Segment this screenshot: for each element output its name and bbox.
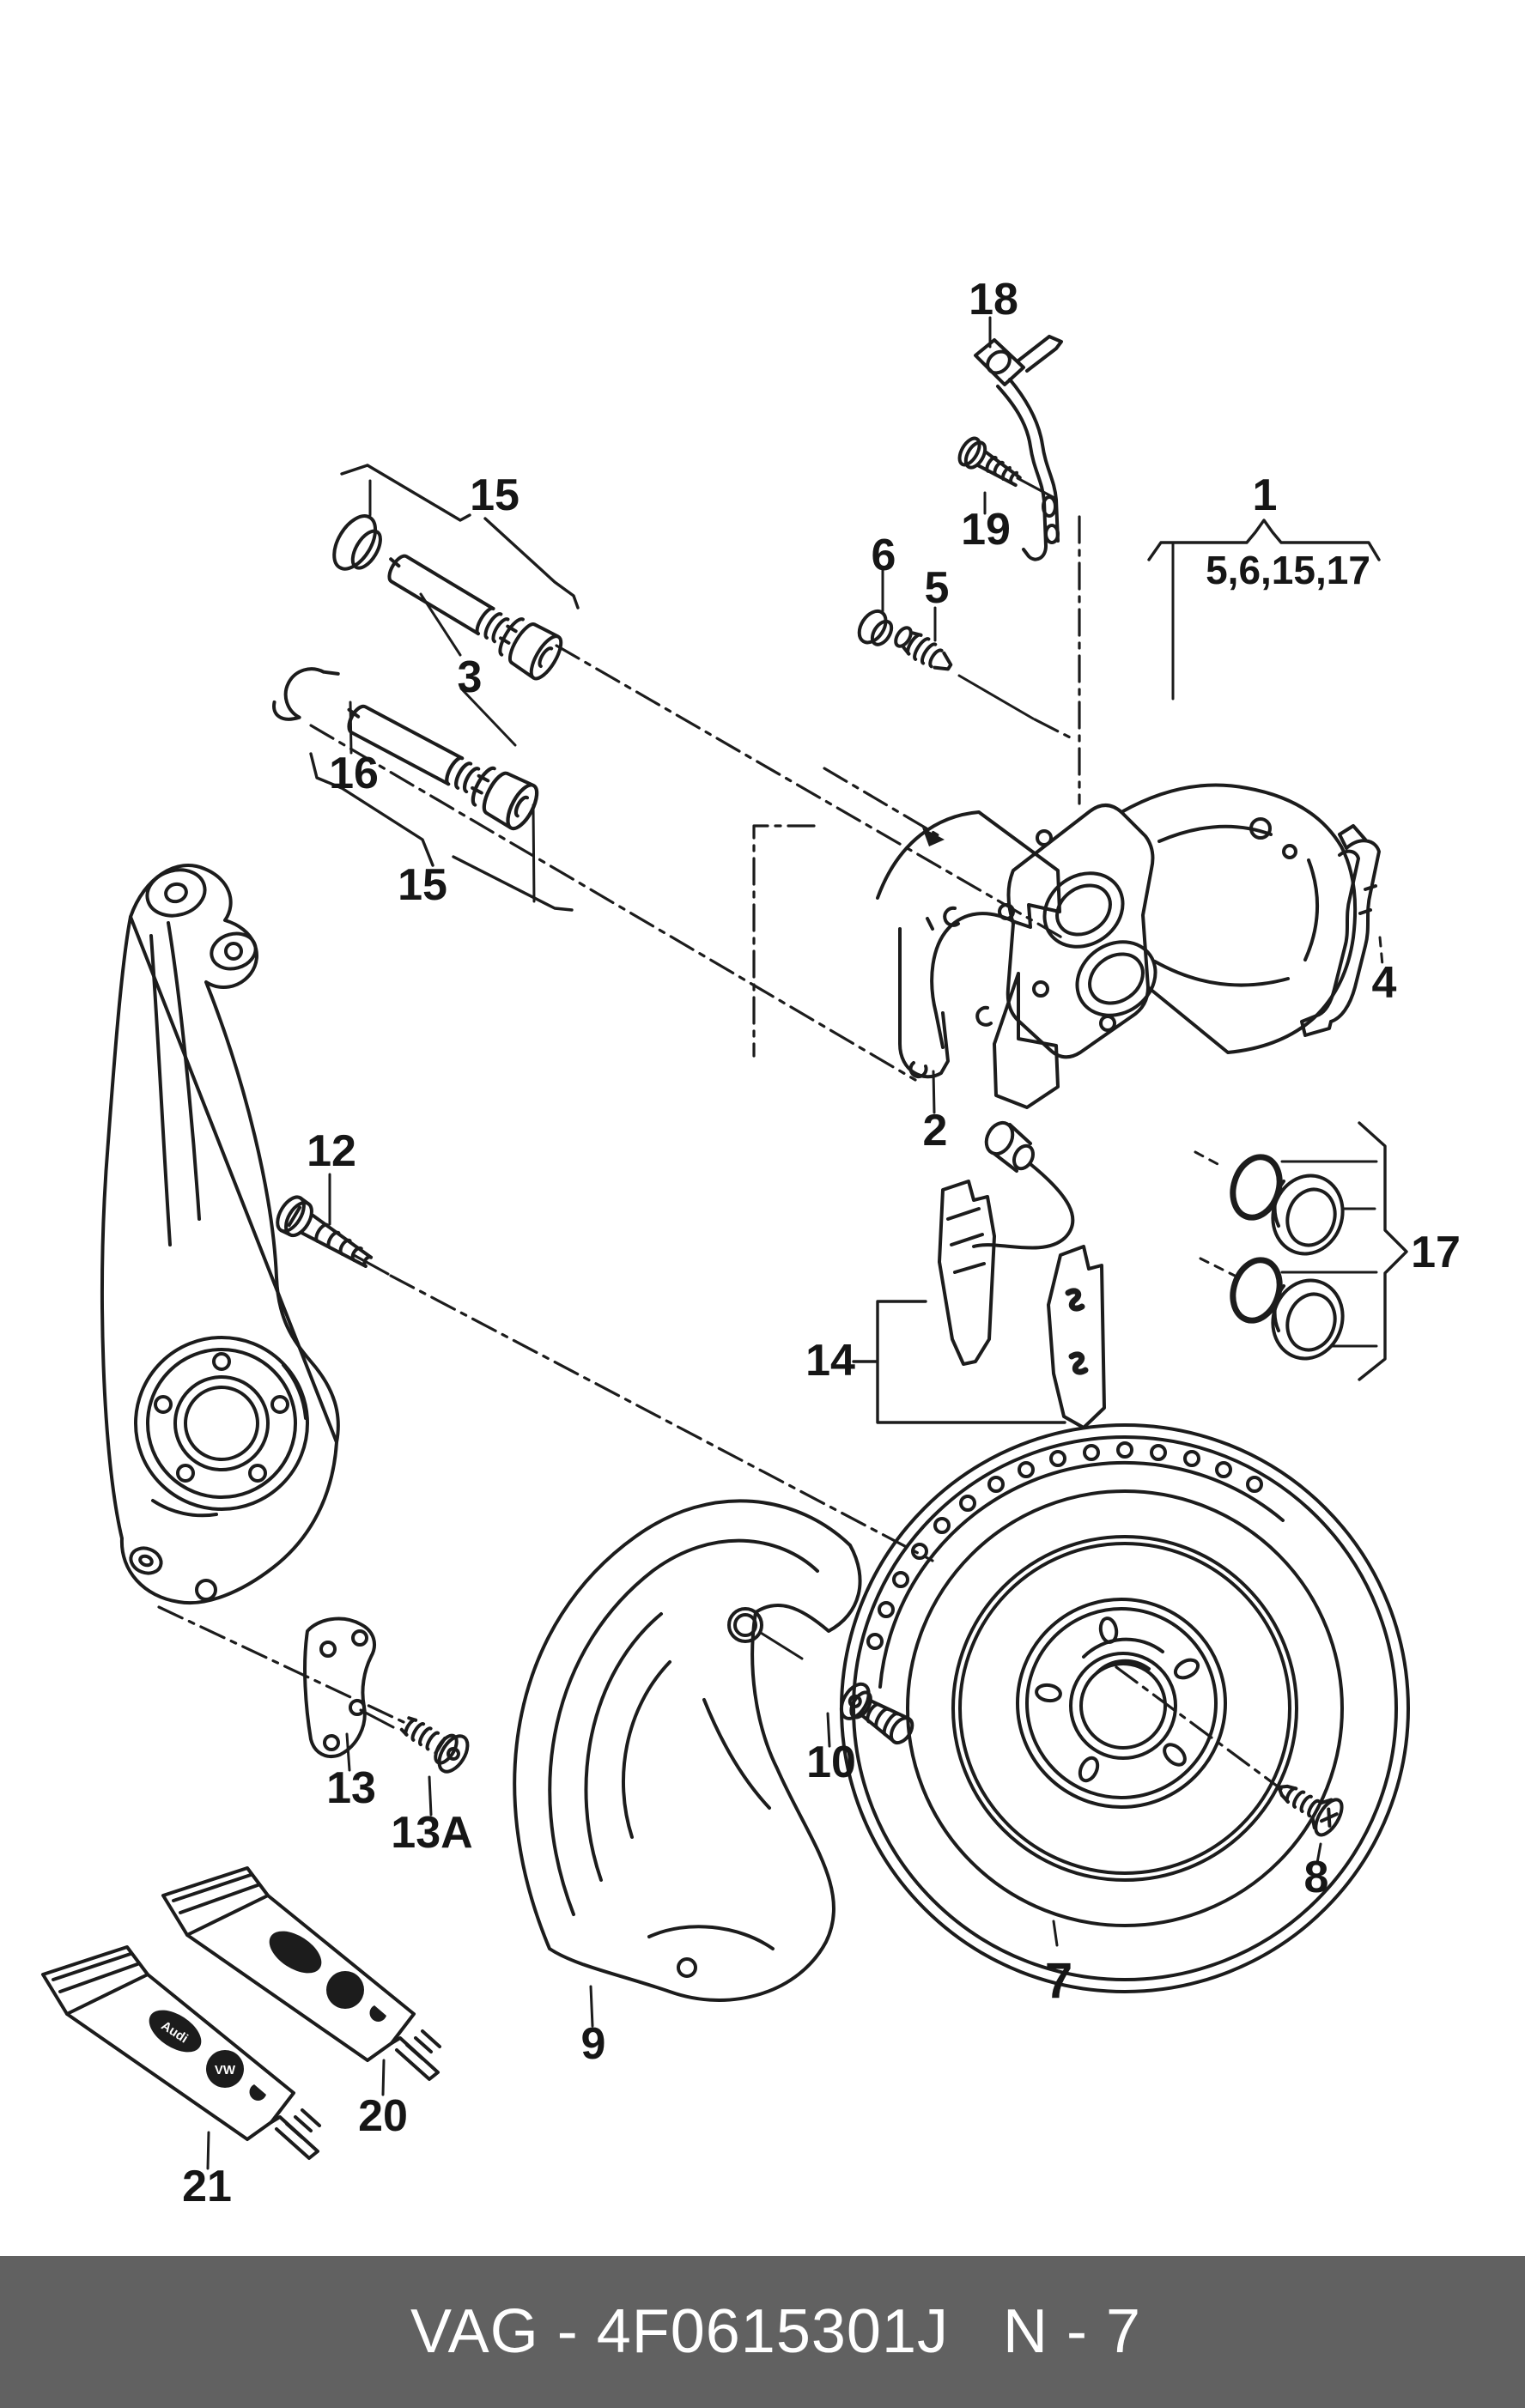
guide-pin-lower — [272, 667, 543, 833]
part-13-brace-plate — [303, 1616, 376, 1758]
callout-part6: 6 — [872, 531, 896, 580]
callout-part5: 5 — [925, 563, 950, 613]
part-10-bolt — [839, 1682, 914, 1745]
footer-part-code: VAG - 4F0615301J — [410, 2297, 950, 2366]
part-2-caliper-carrier — [876, 810, 1061, 1109]
callout-part15-top: 15 — [470, 470, 519, 520]
assembly-centerlines — [157, 515, 1283, 1791]
callout-part9: 9 — [581, 2019, 606, 2069]
part-5-bleeder-valve — [894, 626, 953, 671]
callout-part17: 17 — [1411, 1228, 1461, 1277]
callout-part8: 8 — [1304, 1853, 1329, 1902]
callout-part7-highlighted[interactable]: 7 — [1045, 1953, 1072, 2009]
callout-part13: 13 — [326, 1763, 376, 1813]
callout-part19: 19 — [961, 505, 1011, 555]
part-7-brake-disc — [840, 1423, 1410, 1993]
part-9-splash-shield — [513, 1499, 862, 2002]
part-19-bolt — [957, 436, 1022, 488]
callout-part21: 21 — [182, 2162, 232, 2211]
part-14-brake-pads — [938, 1180, 1106, 1429]
part-20-grease-tube — [161, 1866, 441, 2081]
part-17-seal-kit — [1194, 1121, 1408, 1381]
part-6-cap — [857, 609, 894, 646]
part-14-bracket — [852, 1300, 1066, 1424]
vw-logo-icon: VW — [215, 2063, 236, 2077]
part-4-retaining-spring — [1300, 824, 1381, 1037]
callout-part1: 1 — [1253, 470, 1278, 520]
part-18-sensor-bracket — [974, 335, 1063, 561]
footer-page-ref: N - 7 — [1003, 2297, 1142, 2366]
callout-part20: 20 — [358, 2091, 408, 2141]
callout-labels: 18 19 15 3 16 15 6 5 1 5,6,15,17 4 17 2 … — [182, 275, 1461, 2211]
callout-part12: 12 — [307, 1126, 356, 1176]
part-21-grease-tube: Audi VW — [41, 1945, 321, 2160]
callout-part10: 10 — [806, 1738, 856, 1787]
callout-part16: 16 — [329, 749, 379, 798]
part-8-disc-screw — [1277, 1784, 1344, 1837]
callout-part4: 4 — [1372, 958, 1397, 1008]
wear-sensor — [972, 1120, 1075, 1250]
leader-lines — [206, 316, 1381, 2170]
callout-part18: 18 — [969, 275, 1018, 325]
callout-part2: 2 — [923, 1106, 948, 1155]
callout-part15-bottom: 15 — [398, 860, 447, 910]
part-13a-screw — [399, 1716, 470, 1774]
callout-group1-sub: 5,6,15,17 — [1206, 548, 1370, 592]
callout-part13a: 13A — [391, 1808, 472, 1858]
part-1-brake-caliper — [998, 783, 1358, 1059]
footer-bar: VAG - 4F0615301J N - 7 — [0, 2256, 1525, 2408]
callout-part3: 3 — [458, 652, 483, 702]
steering-knuckle — [100, 864, 340, 1605]
guide-pin-upper — [332, 514, 568, 685]
part-12-bolt — [276, 1195, 374, 1268]
callout-part14: 14 — [805, 1336, 855, 1386]
